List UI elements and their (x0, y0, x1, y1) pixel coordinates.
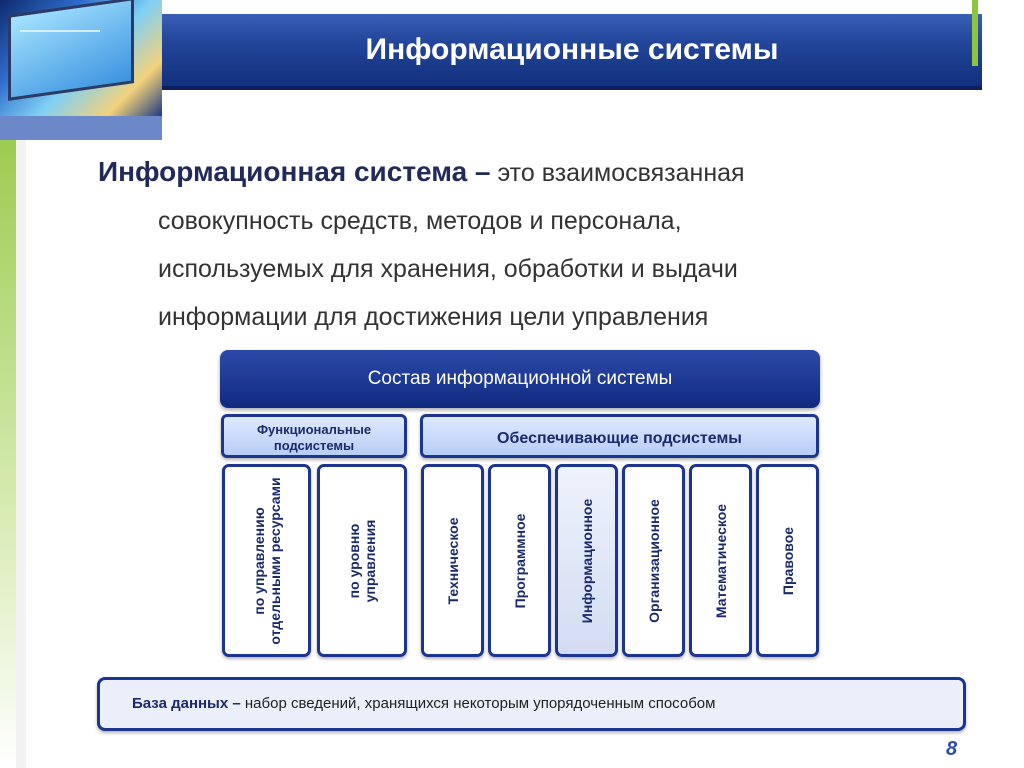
title-band (162, 14, 982, 86)
corner-strip (0, 116, 162, 140)
supporting-item-mathematical: Математическое (689, 464, 752, 657)
functional-item-resources: по управлению отдельными ресурсами (222, 464, 311, 657)
left-white-stripe (16, 140, 26, 768)
supporting-item-label: Организационное (645, 498, 662, 623)
supporting-item-label: Математическое (712, 503, 729, 618)
supporting-item-legal: Правовое (756, 464, 819, 657)
definition-line-4: информации для достижения цели управлени… (158, 303, 709, 331)
database-definition-box: База данных – набор сведений, хранящихся… (97, 677, 966, 731)
slide-title: Информационные системы (365, 33, 779, 66)
definition-text: Информационная система – это взаимосвяза… (98, 148, 958, 341)
supporting-item-label: Информационное (578, 498, 595, 623)
definition-line1-rest: это взаимосвязанная (490, 159, 745, 187)
accent-bar (972, 0, 978, 66)
monitor-screen-icon (8, 0, 134, 101)
computer-monitor-image (0, 0, 162, 116)
supporting-item-software: Программное (488, 464, 551, 657)
database-text: набор сведений, хранящихся некоторым упо… (240, 695, 716, 712)
page-number: 8 (946, 738, 958, 760)
supporting-item-informational: Информационное (555, 464, 618, 657)
functional-item-label: по управлению отдельными ресурсами (250, 476, 283, 645)
definition-line-1: Информационная система – это взаимосвяза… (98, 148, 958, 197)
definition-term: Информационная система – (98, 156, 491, 187)
functional-subsystems-box: Функциональные подсистемы (221, 414, 407, 458)
title-band-underline (162, 86, 982, 90)
database-term: База данных – (132, 695, 241, 712)
composition-header: Состав информационной системы (220, 350, 820, 408)
functional-item-levels: по уровню управления (317, 464, 407, 657)
left-green-stripe (0, 140, 16, 768)
supporting-item-technical: Техническое (421, 464, 484, 657)
definition-line-3: используемых для хранения, обработки и в… (158, 255, 738, 283)
supporting-subsystems-box: Обеспечивающие подсистемы (420, 414, 819, 458)
supporting-item-organizational: Организационное (622, 464, 685, 657)
definition-line-2: совокупность средств, методов и персонал… (158, 207, 682, 235)
functional-item-label: по уровню управления (346, 519, 378, 602)
supporting-item-label: Техническое (444, 517, 461, 604)
screen-glare (20, 30, 100, 32)
supporting-item-label: Программное (511, 513, 528, 608)
supporting-item-label: Правовое (779, 526, 796, 595)
